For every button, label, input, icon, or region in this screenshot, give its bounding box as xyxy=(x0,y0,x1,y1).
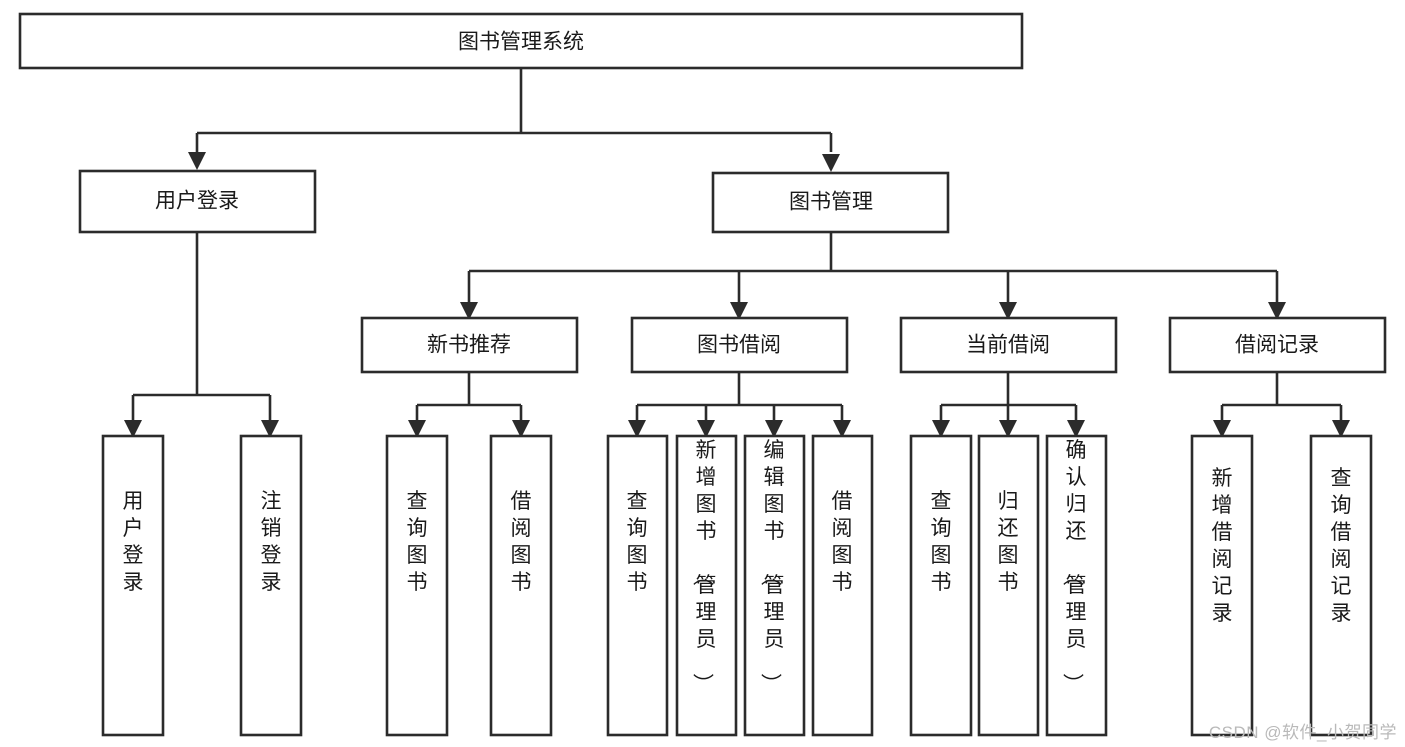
connector-bookmanage-to-level3 xyxy=(460,232,1286,320)
node-leaf-add-record-label: 新增借阅记录 xyxy=(1212,467,1233,625)
node-leaf-borrow-book-1[interactable]: 借阅图书 xyxy=(489,434,553,737)
node-leaf-add-record[interactable]: 新增借阅记录 xyxy=(1190,434,1254,737)
node-current-borrow-label: 当前借阅 xyxy=(966,334,1050,357)
connector-userlogin-to-leaves xyxy=(124,232,279,438)
node-leaf-query-record-label: 查询借阅记录 xyxy=(1331,467,1352,625)
node-new-book-recommend-label: 新书推荐 xyxy=(427,334,511,357)
node-leaf-query-book-2[interactable]: 查询图书 xyxy=(606,434,669,737)
connector-currentborrow-to-leaves xyxy=(932,372,1085,438)
node-leaf-return-book[interactable]: 归还图书 xyxy=(977,434,1040,737)
node-leaf-query-book-1[interactable]: 查询图书 xyxy=(385,434,449,737)
node-leaf-add-book-label: 新增图书（管理员） xyxy=(691,439,717,694)
connector-borrowrecord-to-leaves xyxy=(1213,372,1350,438)
node-leaf-user-login-label: 用户登录 xyxy=(123,490,144,594)
node-book-manage[interactable]: 图书管理 xyxy=(711,171,950,234)
node-leaf-user-logout-label: 注销登录 xyxy=(261,490,282,594)
node-leaf-query-book-3-label: 查询图书 xyxy=(931,490,952,594)
node-book-borrow[interactable]: 图书借阅 xyxy=(630,316,849,374)
arrowhead-icon xyxy=(188,152,206,170)
node-leaf-query-book-3[interactable]: 查询图书 xyxy=(909,434,973,737)
connector-root-to-level2 xyxy=(188,68,840,172)
node-user-login-label: 用户登录 xyxy=(155,190,239,213)
node-leaf-user-login[interactable]: 用户登录 xyxy=(101,434,165,737)
node-leaf-query-book-2-label: 查询图书 xyxy=(627,490,648,594)
node-new-book-recommend[interactable]: 新书推荐 xyxy=(360,316,579,374)
node-root-system[interactable]: 图书管理系统 xyxy=(18,12,1024,70)
node-leaf-borrow-book-2-label: 借阅图书 xyxy=(832,490,853,594)
node-leaf-confirm-return[interactable]: 确认归还（管理员） xyxy=(1045,434,1108,737)
node-leaf-add-book[interactable]: 新增图书（管理员） xyxy=(675,434,738,737)
node-book-borrow-label: 图书借阅 xyxy=(697,334,781,357)
node-current-borrow[interactable]: 当前借阅 xyxy=(899,316,1118,374)
node-leaf-query-book-1-label: 查询图书 xyxy=(407,490,428,594)
node-leaf-borrow-book-2[interactable]: 借阅图书 xyxy=(811,434,874,737)
node-leaf-user-logout[interactable]: 注销登录 xyxy=(239,434,303,737)
node-borrow-record-label: 借阅记录 xyxy=(1235,334,1319,357)
node-borrow-record[interactable]: 借阅记录 xyxy=(1168,316,1387,374)
connector-bookborrow-to-leaves xyxy=(628,372,851,438)
node-user-login[interactable]: 用户登录 xyxy=(78,169,317,234)
node-leaf-borrow-book-1-label: 借阅图书 xyxy=(511,490,532,594)
node-book-manage-label: 图书管理 xyxy=(789,191,873,214)
node-leaf-query-record[interactable]: 查询借阅记录 xyxy=(1309,434,1373,737)
node-leaf-confirm-return-label: 确认归还（管理员） xyxy=(1061,439,1087,694)
node-leaf-return-book-label: 归还图书 xyxy=(998,490,1019,594)
node-leaf-edit-book[interactable]: 编辑图书（管理员） xyxy=(743,434,806,737)
node-root-label: 图书管理系统 xyxy=(458,31,584,54)
node-leaf-edit-book-label: 编辑图书（管理员） xyxy=(759,439,785,694)
arrowhead-icon xyxy=(822,154,840,172)
connector-newbook-to-leaves xyxy=(408,372,530,438)
